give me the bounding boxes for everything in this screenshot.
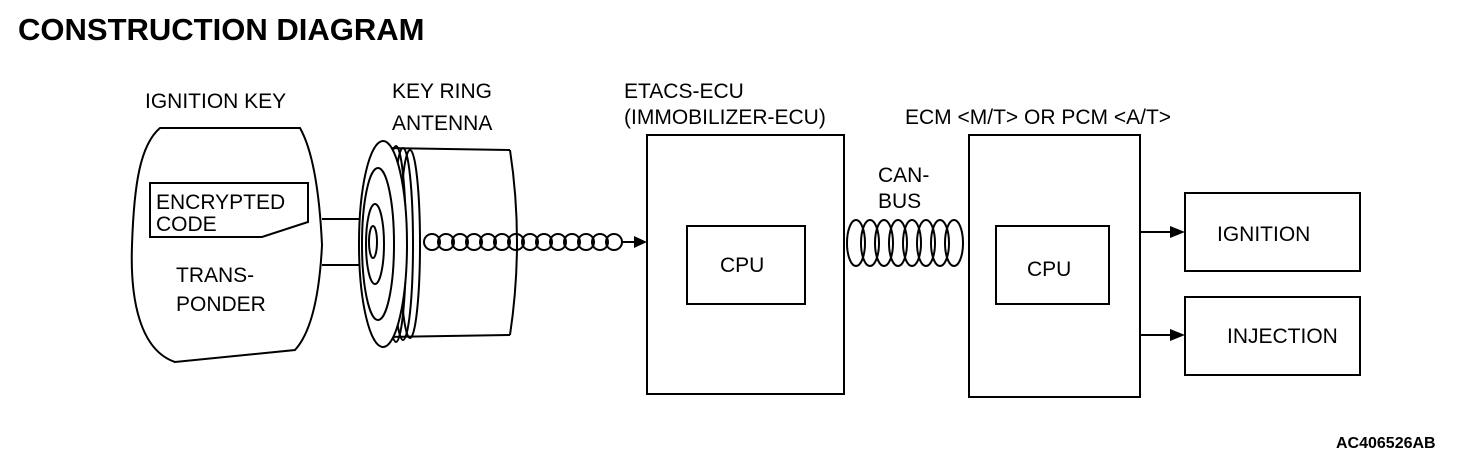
antenna-body-top <box>384 147 511 151</box>
signal-loop <box>423 233 441 251</box>
ignition-box <box>1184 192 1361 272</box>
etacs-cpu-label: CPU <box>720 254 764 277</box>
signal-loop <box>549 233 567 251</box>
encrypted-code-line2: CODE <box>156 213 217 236</box>
figure-code: AC406526AB <box>1336 435 1436 452</box>
ignition-output: IGNITION <box>1184 192 1361 272</box>
ignition-key-label: IGNITION KEY <box>145 90 286 113</box>
key-head-outline <box>130 127 324 364</box>
transponder-line2: PONDER <box>176 293 266 316</box>
ecm-cpu-box <box>995 225 1110 305</box>
injection-label: INJECTION <box>1227 325 1338 348</box>
can-bus-loop <box>930 219 950 267</box>
antenna-label-line2: ANTENNA <box>392 112 492 135</box>
can-bus-loop <box>860 219 880 267</box>
signal-loop <box>577 233 595 251</box>
key-ring-antenna: KEY RING ANTENNA <box>358 80 518 348</box>
encrypted-code-line1: ENCRYPTED <box>156 191 285 214</box>
antenna-label-line1: KEY RING <box>392 80 492 103</box>
signal-loop <box>479 233 497 251</box>
injection-arrowhead <box>1170 329 1185 341</box>
antenna-inner-ring <box>365 203 385 285</box>
etacs-label-line1: ETACS-ECU <box>624 80 744 103</box>
transponder-line1: TRANS- <box>176 264 254 287</box>
signal-loop <box>535 233 553 251</box>
signal-loop <box>437 233 455 251</box>
signal-loop <box>507 233 525 251</box>
signal-loop <box>465 233 483 251</box>
ignition-arrowhead <box>1170 226 1185 238</box>
can-bus-loop <box>916 219 936 267</box>
can-bus-loop <box>888 219 908 267</box>
output-arrows <box>1140 226 1185 341</box>
signal-loop <box>493 233 511 251</box>
ecm-pcm: ECM <M/T> OR PCM <A/T> CPU <box>905 106 1171 398</box>
can-bus-label-line2: BUS <box>878 190 921 213</box>
etacs-label-line2: (IMMOBILIZER-ECU) <box>624 106 826 129</box>
can-bus-loop <box>944 219 964 267</box>
ignition-label: IGNITION <box>1217 223 1310 246</box>
signal-loop <box>591 233 609 251</box>
can-bus-loop <box>874 219 894 267</box>
antenna-core <box>368 225 378 259</box>
can-bus: CAN- BUS <box>846 164 964 267</box>
can-bus-loop <box>902 219 922 267</box>
signal-loop <box>521 233 539 251</box>
diagram-title: CONSTRUCTION DIAGRAM <box>18 12 424 47</box>
injection-box <box>1184 296 1361 376</box>
ecm-cpu-label: CPU <box>1027 258 1071 281</box>
antenna-body-end <box>509 149 518 336</box>
ignition-key: IGNITION KEY ENCRYPTED CODE TRANS- PONDE… <box>130 90 368 364</box>
encrypted-code-box <box>149 182 309 238</box>
signal-loop <box>451 233 469 251</box>
etacs-ecu: ETACS-ECU (IMMOBILIZER-ECU) CPU <box>624 80 845 395</box>
signal-loop <box>563 233 581 251</box>
ecm-label: ECM <M/T> OR PCM <A/T> <box>905 106 1171 129</box>
antenna-signal <box>423 233 647 251</box>
antenna-inner-ring <box>361 167 395 321</box>
signal-arrowhead <box>634 236 647 248</box>
etacs-cpu-box <box>686 225 806 305</box>
antenna-body-bottom <box>384 334 511 338</box>
can-bus-label-line1: CAN- <box>878 164 929 187</box>
injection-output: INJECTION <box>1184 296 1361 376</box>
can-bus-loop <box>846 219 866 267</box>
